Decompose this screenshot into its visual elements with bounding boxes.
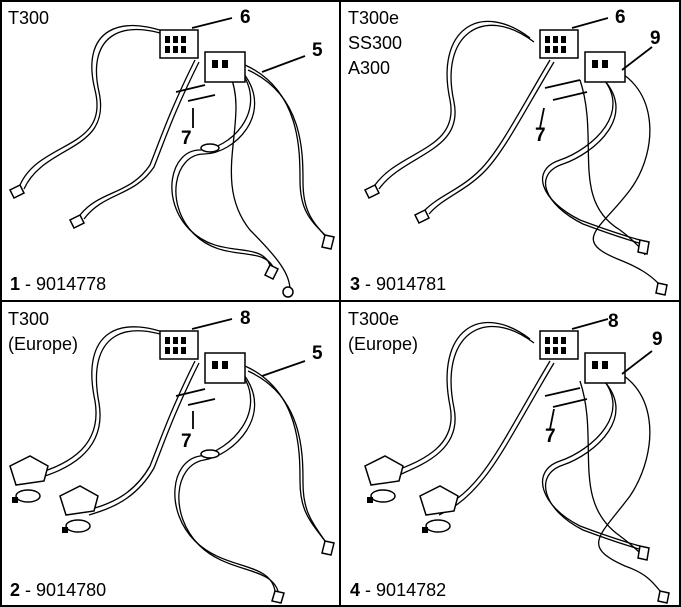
- harness-drawing-4: [364, 318, 670, 604]
- border-right: [679, 0, 681, 607]
- callout-cable: 5: [312, 40, 323, 61]
- callout-cable: 9: [650, 28, 661, 49]
- model-name: T300e: [348, 8, 400, 28]
- kit-number: 4: [350, 580, 361, 600]
- model-name: (Europe): [348, 334, 419, 354]
- callout-screws: 7: [535, 125, 546, 146]
- panel-2: T300 (Europe) 8 5 7 2 - 9014780: [0, 301, 340, 607]
- panel-3: T300e SS300 A300 6 9 7 3 - 9014781: [340, 0, 681, 301]
- part-number: 9014778: [36, 274, 107, 294]
- caption-separator: -: [25, 274, 32, 294]
- kit-caption: 1 - 9014778: [10, 274, 106, 295]
- caption-separator: -: [365, 580, 372, 600]
- callout-connector: 6: [615, 7, 626, 28]
- model-names: T300: [8, 6, 49, 31]
- panel-4: T300e (Europe) 8 9 7 4 - 9014782: [340, 301, 681, 607]
- kit-number: 3: [350, 274, 361, 294]
- model-name: A300: [348, 58, 391, 78]
- model-name: T300: [8, 8, 50, 28]
- part-number: 9014781: [376, 274, 447, 294]
- model-names: T300 (Europe): [8, 307, 78, 357]
- caption-separator: -: [365, 274, 372, 294]
- callout-screws: 7: [545, 426, 556, 447]
- model-name: T300e: [348, 309, 400, 329]
- callout-cable: 5: [312, 343, 323, 364]
- callout-cable: 9: [652, 329, 663, 350]
- part-number: 9014782: [376, 580, 447, 600]
- divider-vertical: [339, 0, 341, 607]
- panel-1: T300 6 5 7 1 - 9014778: [0, 0, 340, 301]
- model-names: T300e (Europe): [348, 307, 418, 357]
- kit-number: 1: [10, 274, 21, 294]
- kit-number: 2: [10, 580, 21, 600]
- model-names: T300e SS300 A300: [348, 6, 402, 81]
- callout-screws: 7: [181, 128, 192, 149]
- harness-drawing-2: [9, 318, 335, 604]
- kit-caption: 4 - 9014782: [350, 580, 446, 601]
- callout-connector: 8: [240, 308, 251, 329]
- callout-screws: 7: [181, 431, 192, 452]
- harness-drawing-3: [363, 17, 668, 296]
- model-name: T300: [8, 309, 50, 329]
- callout-connector: 8: [608, 311, 619, 332]
- border-left: [0, 0, 2, 607]
- kit-caption: 3 - 9014781: [350, 274, 446, 295]
- kit-caption: 2 - 9014780: [10, 580, 106, 601]
- model-name: (Europe): [8, 334, 79, 354]
- model-name: SS300: [348, 33, 403, 53]
- caption-separator: -: [25, 580, 32, 600]
- harness-drawing-1: [8, 17, 335, 298]
- callout-connector: 6: [240, 7, 251, 28]
- part-number: 9014780: [36, 580, 107, 600]
